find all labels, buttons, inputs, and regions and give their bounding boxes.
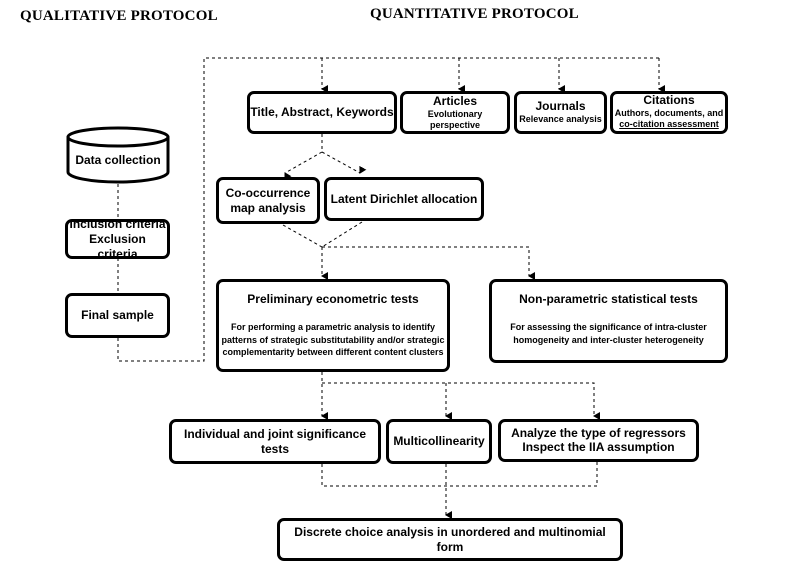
title-abstract-keywords-box: Title, Abstract, Keywords: [247, 91, 397, 134]
cooccurrence-line1: Co-occurrence: [225, 185, 311, 200]
nonparametric-title: Non-parametric statistical tests: [519, 292, 698, 306]
quantitative-protocol-heading: QUANTITATIVE PROTOCOL: [370, 6, 579, 22]
citations-label: Citations: [643, 93, 695, 108]
preliminary-desc-line2: patterns of strategic substitutability a…: [221, 334, 445, 345]
citations-sublabel-line2: co-citation assessment: [619, 119, 719, 130]
link-checks-converge: [321, 462, 598, 487]
preliminary-desc-line1: For performing a parametric analysis to …: [230, 322, 436, 332]
significance-tests-label: Individual and joint significance tests: [183, 426, 367, 456]
regressors-line2: Inspect the IIA assumption: [522, 439, 675, 454]
lda-label: Latent Dirichlet allocation: [330, 191, 478, 206]
journals-box: Journals Relevance analysis: [514, 91, 607, 134]
nonparametric-tests-box: Non-parametric statistical tests For ass…: [489, 279, 728, 363]
lda-box: Latent Dirichlet allocation: [324, 177, 484, 221]
arrow-to-lda: [321, 151, 367, 174]
final-sample-label: Final sample: [81, 308, 154, 322]
significance-tests-box: Individual and joint significance tests: [169, 419, 381, 464]
journals-sublabel: Relevance analysis: [519, 114, 602, 125]
articles-label: Articles: [432, 93, 478, 108]
link-lda-converge: [321, 221, 363, 248]
cooccurrence-line2: map analysis: [230, 200, 306, 215]
preliminary-desc-line3: complementarity between different conten…: [222, 347, 444, 358]
arrow-to-cooccurrence: [284, 151, 323, 181]
preliminary-title: Preliminary econometric tests: [247, 292, 419, 306]
title-abstract-keywords-label: Title, Abstract, Keywords: [250, 105, 394, 119]
journals-label: Journals: [535, 99, 586, 114]
nonparametric-desc-line2: homogeneity and inter-cluster heterogene…: [513, 334, 704, 345]
multicollinearity-box: Multicollinearity: [386, 419, 492, 464]
link-cooccurrence-converge: [282, 224, 323, 248]
arrow-to-nonparametric: [322, 246, 535, 280]
articles-sublabel: Evolutionary perspective: [427, 108, 483, 130]
articles-box: Articles Evolutionary perspective: [400, 91, 510, 134]
discrete-choice-box: Discrete choice analysis in unordered an…: [277, 518, 623, 561]
qualitative-protocol-heading: QUALITATIVE PROTOCOL: [20, 8, 218, 24]
citations-box: Citations Authors, documents, and co-cit…: [610, 91, 728, 134]
data-collection-database: Data collection: [65, 125, 171, 186]
inclusion-exclusion-criteria-box: Inclusion criteria Exclusion criteria: [65, 216, 170, 261]
preliminary-econometric-tests-box: Preliminary econometric tests For perfor…: [216, 279, 450, 372]
nonparametric-desc-line1: For assessing the significance of intra-…: [510, 322, 707, 332]
inclusion-criteria-label: Inclusion criteria: [69, 216, 166, 231]
regressors-line1: Analyze the type of regressors: [511, 426, 686, 441]
discrete-choice-label: Discrete choice analysis in unordered an…: [294, 524, 606, 554]
final-sample-box: Final sample: [65, 293, 170, 338]
arrow-to-regressors: [322, 382, 600, 420]
exclusion-criteria-label: Exclusion criteria: [89, 231, 146, 261]
data-collection-label: Data collection: [75, 153, 161, 167]
database-icon: [66, 126, 170, 184]
link-sample-to-sources: [117, 57, 659, 362]
citations-sublabel-line1: Authors, documents, and: [614, 108, 724, 119]
regressors-box: Analyze the type of regressors Inspect t…: [498, 419, 699, 462]
cooccurrence-map-box: Co-occurrence map analysis: [216, 177, 320, 224]
multicollinearity-label: Multicollinearity: [393, 434, 485, 448]
